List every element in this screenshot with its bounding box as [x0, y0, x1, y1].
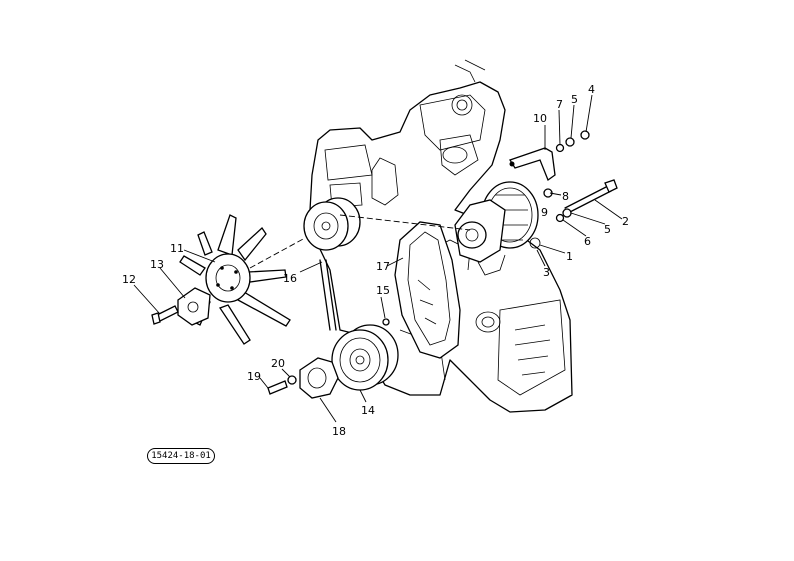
callout-5b: 5	[604, 223, 611, 236]
callout-labels: 1 2 3 4 5 5 6 7 8 9 10 11 12 13 14 15 16…	[122, 83, 629, 438]
callout-19: 19	[247, 370, 261, 383]
callout-20: 20	[271, 357, 285, 370]
crankshaft-pulley	[331, 318, 399, 391]
crank-hub	[267, 357, 339, 399]
callout-1: 1	[566, 250, 573, 263]
callout-6: 6	[584, 235, 591, 248]
alternator	[454, 181, 541, 276]
callout-13: 13	[150, 258, 164, 271]
leader-lines	[133, 94, 623, 423]
cooling-fan	[179, 214, 291, 345]
callout-3: 3	[543, 266, 550, 279]
drawing-reference-code: 15424-18-01	[147, 448, 215, 464]
callout-11: 11	[170, 242, 184, 255]
callout-8: 8	[562, 190, 569, 203]
adjusting-bracket	[509, 147, 556, 182]
center-lines	[249, 214, 471, 269]
bolt-12	[151, 305, 179, 325]
spacer-rod	[319, 259, 337, 331]
callout-9: 9	[541, 206, 548, 219]
callout-16: 16	[283, 272, 297, 285]
washers	[543, 130, 590, 223]
callout-14: 14	[361, 404, 375, 417]
callout-18: 18	[332, 425, 346, 438]
callout-4: 4	[588, 83, 595, 96]
water-pump-pulley	[303, 197, 361, 251]
callout-15: 15	[376, 284, 390, 297]
v-belt	[394, 221, 461, 359]
fan-spacer-plate	[177, 287, 211, 326]
callout-17: 17	[376, 260, 390, 273]
callout-12: 12	[122, 273, 136, 286]
callout-10: 10	[533, 112, 547, 125]
callout-2: 2	[622, 215, 629, 228]
callout-7: 7	[556, 98, 563, 111]
callout-5a: 5	[571, 93, 578, 106]
bolt-2	[564, 179, 618, 214]
